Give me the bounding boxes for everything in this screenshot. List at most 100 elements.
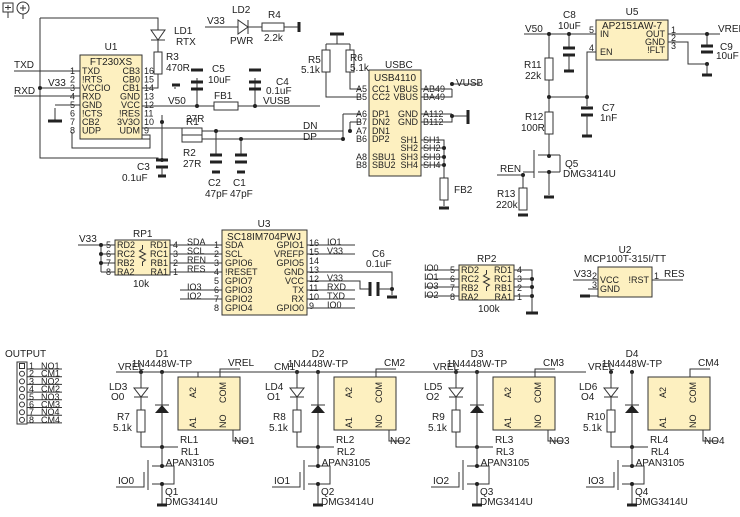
pin-name: GND bbox=[82, 100, 103, 110]
svg-text:27R: 27R bbox=[183, 159, 201, 170]
svg-text:IO0: IO0 bbox=[327, 300, 342, 310]
svg-text:IO2: IO2 bbox=[187, 291, 202, 301]
svg-text:V50: V50 bbox=[168, 96, 186, 107]
svg-text:A7: A7 bbox=[356, 126, 367, 136]
svg-text:C5: C5 bbox=[212, 64, 225, 75]
svg-text:NO3: NO3 bbox=[549, 436, 570, 447]
svg-text:NO: NO bbox=[688, 415, 698, 429]
relay-body bbox=[492, 376, 556, 431]
svg-text:CM2: CM2 bbox=[384, 358, 406, 369]
svg-text:VREL: VREL bbox=[228, 358, 255, 369]
zoom-add-icon[interactable] bbox=[16, 1, 30, 19]
svg-text:GND: GND bbox=[645, 37, 666, 47]
svg-text:CM3: CM3 bbox=[543, 358, 565, 369]
svg-text:R4: R4 bbox=[268, 10, 281, 21]
svg-text:U2: U2 bbox=[619, 245, 632, 256]
relay-channel: D21N4448W-TPCM1LD4O1R85.1kA2A1COMNOCM2NO… bbox=[197, 349, 411, 508]
svg-text:Q1: Q1 bbox=[165, 487, 179, 498]
svg-text:B8: B8 bbox=[356, 160, 367, 170]
output-pin-number: 1 bbox=[29, 361, 34, 371]
output-pin-number: 5 bbox=[29, 392, 34, 402]
svg-text:NO1: NO1 bbox=[234, 436, 255, 447]
svg-text:IO3: IO3 bbox=[588, 476, 605, 487]
r4-resistor bbox=[261, 22, 285, 32]
svg-text:RL2: RL2 bbox=[336, 435, 355, 446]
svg-text:A2: A2 bbox=[658, 387, 668, 398]
svg-text:SDA: SDA bbox=[225, 240, 244, 250]
svg-text:10uF: 10uF bbox=[208, 75, 231, 86]
svg-text:VUSB: VUSB bbox=[456, 78, 484, 89]
net-rxd: RXD bbox=[14, 86, 35, 97]
svg-text:GND: GND bbox=[398, 109, 419, 119]
svg-text:DMG3414U: DMG3414U bbox=[563, 169, 616, 180]
svg-text:CC2: CC2 bbox=[372, 92, 390, 102]
svg-text:RL1: RL1 bbox=[180, 435, 199, 446]
svg-text:A2: A2 bbox=[344, 387, 354, 398]
svg-text:16: 16 bbox=[309, 238, 319, 248]
svg-text:LD3: LD3 bbox=[109, 382, 128, 393]
svg-text:RA2: RA2 bbox=[461, 292, 479, 302]
svg-text:O2: O2 bbox=[426, 392, 440, 403]
output-pin-net: CM4 bbox=[41, 415, 60, 425]
output-pin-net: CM2 bbox=[41, 384, 60, 394]
svg-text:VUSB: VUSB bbox=[263, 96, 291, 107]
svg-text:470R: 470R bbox=[166, 63, 190, 74]
pin-number: 13 bbox=[144, 92, 154, 102]
svg-text:EN: EN bbox=[600, 47, 613, 57]
svg-text:5: 5 bbox=[214, 276, 219, 286]
svg-text:RL3: RL3 bbox=[496, 447, 515, 458]
fb1-ferrite bbox=[213, 101, 239, 111]
svg-text:VBUS: VBUS bbox=[393, 84, 418, 94]
svg-text:1: 1 bbox=[671, 25, 676, 35]
svg-text:2: 2 bbox=[671, 33, 676, 43]
svg-text:C6: C6 bbox=[372, 249, 385, 260]
net-v33: V33 bbox=[48, 78, 66, 89]
pin-number: 15 bbox=[144, 75, 154, 85]
svg-text:A1: A1 bbox=[503, 417, 513, 428]
svg-text:VCC: VCC bbox=[600, 275, 620, 285]
svg-text:NO4: NO4 bbox=[704, 436, 725, 447]
svg-text:D2: D2 bbox=[312, 349, 325, 360]
svg-text:A6: A6 bbox=[356, 109, 367, 119]
r3-resistor bbox=[153, 51, 163, 75]
zoom-region-icon[interactable] bbox=[2, 2, 14, 18]
svg-text:SBU1: SBU1 bbox=[372, 152, 396, 162]
svg-text:100R: 100R bbox=[521, 123, 545, 134]
pin-name: CB1 bbox=[122, 83, 140, 93]
svg-text:RES: RES bbox=[664, 269, 685, 280]
svg-text:1N4448W-TP: 1N4448W-TP bbox=[602, 359, 663, 370]
svg-text:RL2: RL2 bbox=[337, 447, 356, 458]
pin-name: 3V3O bbox=[117, 117, 140, 127]
svg-text:RA2: RA2 bbox=[117, 267, 135, 277]
svg-text:1: 1 bbox=[517, 292, 522, 302]
svg-text:U5: U5 bbox=[626, 7, 639, 18]
pin-number: 9 bbox=[144, 126, 149, 136]
svg-text:DP2: DP2 bbox=[372, 134, 390, 144]
svg-text:D3: D3 bbox=[471, 349, 484, 360]
svg-text:C3: C3 bbox=[137, 162, 150, 173]
svg-text:SC18IM704PWJ: SC18IM704PWJ bbox=[227, 232, 301, 243]
svg-text:REN: REN bbox=[187, 255, 206, 265]
svg-text:SH1: SH1 bbox=[400, 135, 418, 145]
svg-text:!RST: !RST bbox=[628, 275, 649, 285]
svg-text:SCL: SCL bbox=[225, 249, 243, 259]
svg-text:IO3: IO3 bbox=[187, 282, 202, 292]
svg-text:RA1: RA1 bbox=[150, 267, 168, 277]
pin-name: CB0 bbox=[122, 75, 140, 85]
svg-text:RD1: RD1 bbox=[150, 240, 168, 250]
pin-name: RXD bbox=[82, 92, 102, 102]
svg-text:DMG3414U: DMG3414U bbox=[635, 497, 688, 508]
svg-text:10uF: 10uF bbox=[716, 51, 739, 62]
output-pin-net: NO1 bbox=[41, 361, 60, 371]
pin-name: !RTS bbox=[82, 75, 102, 85]
svg-text:Q5: Q5 bbox=[565, 159, 579, 170]
svg-text:AP2151AW-7: AP2151AW-7 bbox=[602, 21, 662, 32]
pin-name: VCCIO bbox=[82, 83, 111, 93]
svg-text:A8: A8 bbox=[356, 152, 367, 162]
pin-name: TXD bbox=[82, 66, 101, 76]
svg-text:OUT: OUT bbox=[646, 29, 666, 39]
svg-text:RC2: RC2 bbox=[117, 249, 135, 259]
pin-number: 16 bbox=[144, 66, 154, 76]
svg-text:GPIO3: GPIO3 bbox=[225, 285, 253, 295]
